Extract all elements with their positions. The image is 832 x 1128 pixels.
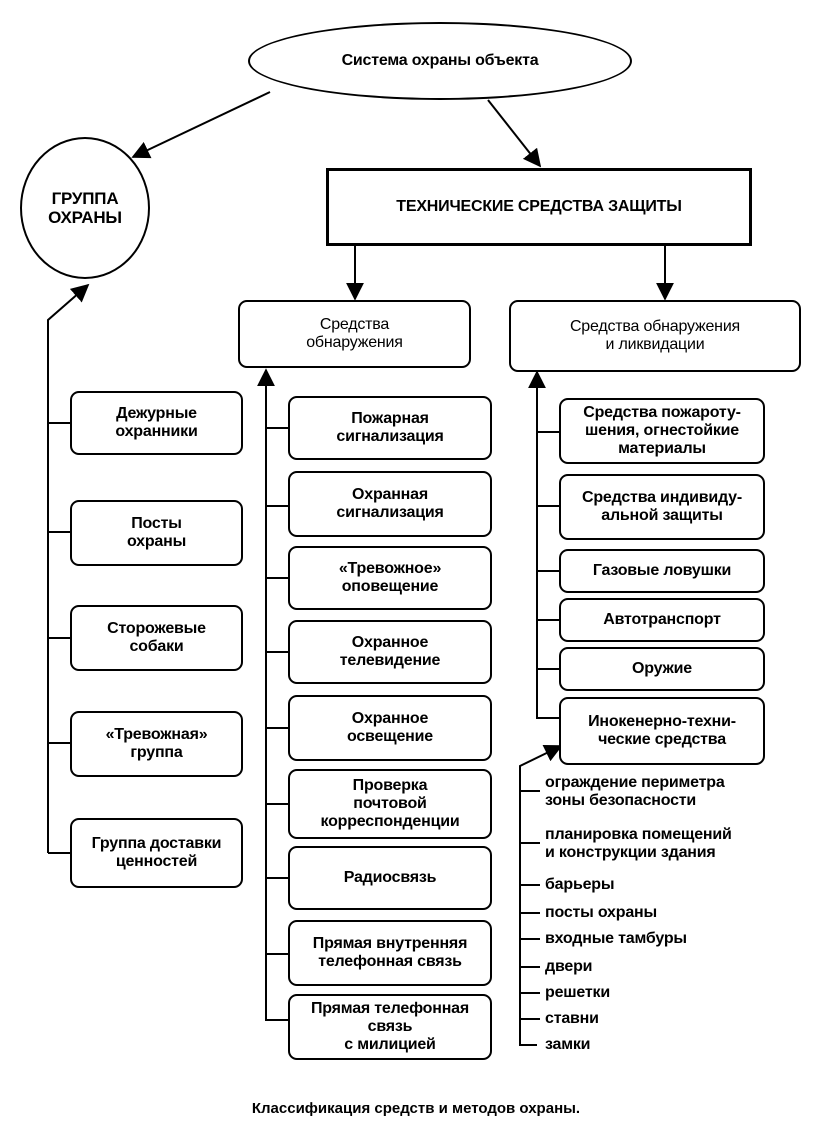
detection-item-security-alarm: Охранная сигнализация bbox=[288, 471, 492, 537]
guard-item-guard-posts: Посты охраны bbox=[70, 500, 243, 566]
engineering-item-layout: планировка помещений и конструкции здани… bbox=[545, 826, 732, 861]
detection-item-label: Охранное освещение bbox=[347, 710, 433, 745]
liquidation-item-label: Инокенерно-техни- ческие средства bbox=[588, 713, 736, 748]
guard-item-valuables-delivery: Группа доставки ценностей bbox=[70, 818, 243, 888]
liquidation-item-gas-traps: Газовые ловушки bbox=[559, 549, 765, 593]
root-label: Система охраны объекта bbox=[341, 52, 539, 70]
liquidation-item-weapons: Оружие bbox=[559, 647, 765, 691]
engineering-item-barriers: барьеры bbox=[545, 876, 615, 893]
engineering-item-locks: замки bbox=[545, 1036, 591, 1053]
liquidation-item-vehicles: Автотранспорт bbox=[559, 598, 765, 642]
detection-item-internal-phone: Прямая внутренняя телефонная связь bbox=[288, 920, 492, 986]
engineering-item-doors: двери bbox=[545, 958, 593, 975]
detection-item-security-tv: Охранное телевидение bbox=[288, 620, 492, 684]
detection-label: Средства обнаружения bbox=[306, 316, 403, 351]
guard-item-label: Сторожевые собаки bbox=[107, 620, 206, 655]
guard-items-bus bbox=[47, 283, 90, 853]
detection-item-security-lighting: Охранное освещение bbox=[288, 695, 492, 761]
detection-items-bus bbox=[257, 368, 288, 1021]
liquidation-item-label: Газовые ловушки bbox=[592, 562, 732, 580]
liquidation-item-label: Автотранспорт bbox=[603, 611, 721, 629]
guard-item-watchdogs: Сторожевые собаки bbox=[70, 605, 243, 671]
detection-item-label: Охранная сигнализация bbox=[336, 486, 444, 521]
detection-item-alarm-notification: «Тревожное» оповещение bbox=[288, 546, 492, 610]
guard-item-label: Посты охраны bbox=[126, 515, 187, 550]
detection-item-label: Прямая телефонная связь с милицией bbox=[310, 1000, 469, 1053]
detection-item-police-phone: Прямая телефонная связь с милицией bbox=[288, 994, 492, 1060]
root-node: Система охраны объекта bbox=[248, 22, 632, 100]
guard-item-label: Дежурные охранники bbox=[115, 405, 198, 440]
detection-item-label: Проверка почтовой корреспонденции bbox=[320, 777, 460, 830]
detection-item-label: Пожарная сигнализация bbox=[336, 410, 444, 445]
guard-group-label: ГРУППА ОХРАНЫ bbox=[48, 188, 122, 227]
liquidation-item-engineering: Инокенерно-техни- ческие средства bbox=[559, 697, 765, 765]
engineering-item-perimeter: ограждение периметра зоны безопасности bbox=[545, 774, 725, 809]
detection-item-fire-alarm: Пожарная сигнализация bbox=[288, 396, 492, 460]
detection-item-radio: Радиосвязь bbox=[288, 846, 492, 910]
detection-item-label: «Тревожное» оповещение bbox=[338, 560, 442, 595]
detection-item-label: Прямая внутренняя телефонная связь bbox=[312, 935, 468, 970]
arrow-root-to-tech bbox=[487, 99, 542, 168]
detection-node: Средства обнаружения bbox=[238, 300, 471, 368]
detection-liquidation-label: Средства обнаружения и ликвидации bbox=[569, 318, 741, 353]
arrow-root-to-guard-group bbox=[131, 91, 271, 159]
figure-caption: Классификация средств и методов охраны. bbox=[251, 1100, 581, 1117]
liquidation-item-label: Оружие bbox=[632, 660, 692, 678]
engineering-item-shutters: ставни bbox=[545, 1010, 599, 1027]
liquidation-item-fire-extinguishing: Средства пожароту- шения, огнестойкие ма… bbox=[559, 398, 765, 464]
guard-group-node: ГРУППА ОХРАНЫ bbox=[20, 137, 150, 279]
liquidation-item-label: Средства пожароту- шения, огнестойкие ма… bbox=[583, 404, 741, 457]
engineering-item-grilles: решетки bbox=[545, 984, 610, 1001]
technical-means-node: ТЕХНИЧЕСКИЕ СРЕДСТВА ЗАЩИТЫ bbox=[326, 168, 752, 246]
detection-item-mail-check: Проверка почтовой корреспонденции bbox=[288, 769, 492, 839]
engineering-item-vestibules: входные тамбуры bbox=[545, 930, 687, 947]
guard-item-duty-guards: Дежурные охранники bbox=[70, 391, 243, 455]
detection-liquidation-node: Средства обнаружения и ликвидации bbox=[509, 300, 801, 372]
engineering-item-posts: посты охраны bbox=[545, 904, 657, 921]
liquidation-items-bus bbox=[528, 370, 559, 719]
detection-item-label: Радиосвязь bbox=[343, 869, 437, 887]
guard-item-alarm-group: «Тревожная» группа bbox=[70, 711, 243, 777]
guard-item-label: «Тревожная» группа bbox=[105, 726, 208, 761]
detection-item-label: Охранное телевидение bbox=[339, 634, 441, 669]
technical-means-label: ТЕХНИЧЕСКИЕ СРЕДСТВА ЗАЩИТЫ bbox=[396, 198, 682, 216]
engineering-items-bus bbox=[519, 745, 563, 1046]
guard-item-label: Группа доставки ценностей bbox=[91, 835, 222, 870]
liquidation-item-label: Средства индивиду- альной защиты bbox=[581, 489, 743, 524]
liquidation-item-personal-protection: Средства индивиду- альной защиты bbox=[559, 474, 765, 540]
